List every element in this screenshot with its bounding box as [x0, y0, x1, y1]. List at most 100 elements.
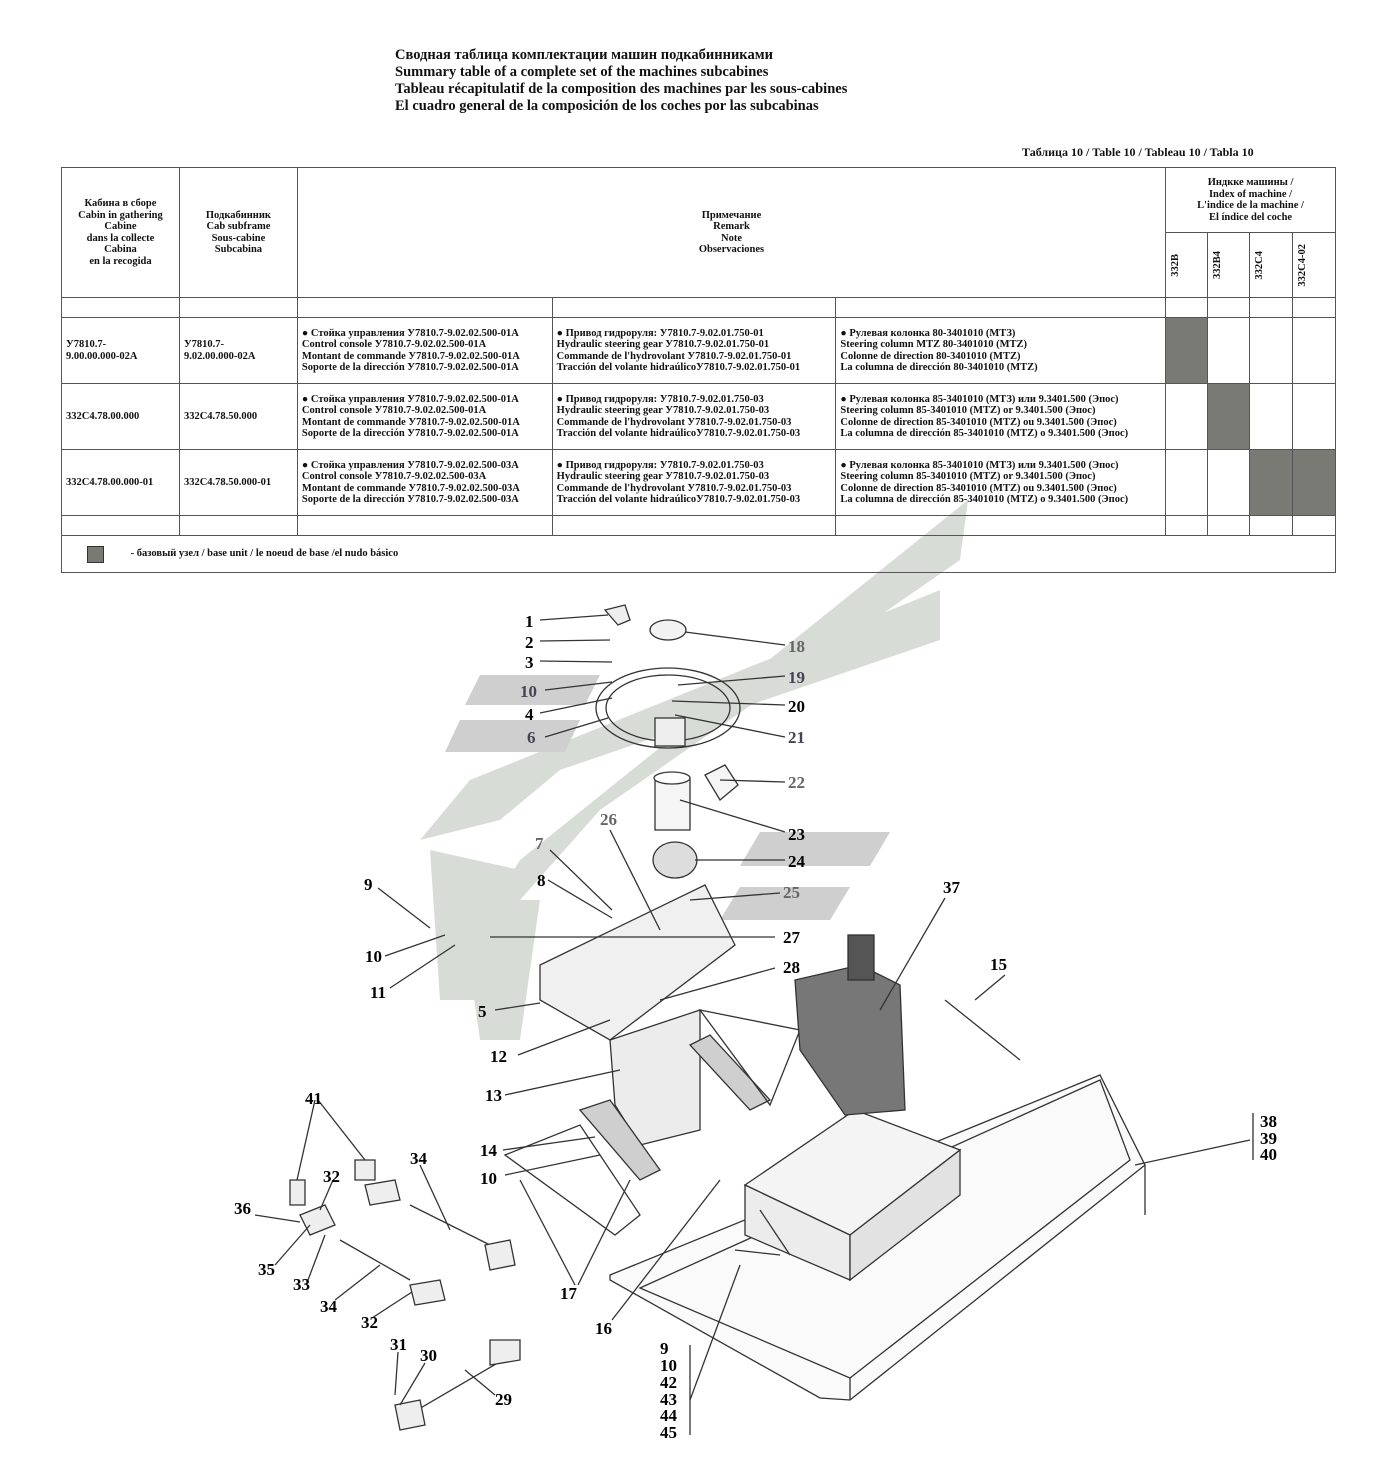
callout-42: 42	[660, 1373, 677, 1392]
callout-22: 22	[788, 773, 805, 792]
callout-15: 15	[990, 955, 1007, 974]
header-model-332b: 332В	[1165, 232, 1209, 298]
row-steering-column: ● Рулевая колонка 85-3401010 (МТЗ) или 9…	[835, 449, 1167, 516]
callout-28: 28	[783, 958, 800, 977]
callout-9: 9	[364, 875, 373, 894]
callout-33: 33	[293, 1275, 310, 1294]
base-unit-mark	[1249, 449, 1293, 516]
spacer-row	[61, 297, 1337, 318]
row-steering-gear: ● Привод гидроруля: У7810.7-9.02.01.750-…	[551, 383, 837, 450]
row-steering-gear: ● Привод гидроруля: У7810.7-9.02.01.750-…	[551, 449, 837, 516]
header-remark: Примечание Remark Note Observaciones	[296, 167, 1167, 298]
callout-16: 16	[595, 1319, 612, 1338]
callout-5: 5	[478, 1002, 487, 1021]
callout-30: 30	[420, 1346, 437, 1365]
callout-9b: 9	[660, 1339, 669, 1358]
callout-20: 20	[788, 697, 805, 716]
table-row: 332С4.78.00.000 332С4.78.50.000 ● Стойка…	[61, 383, 1337, 450]
table-number: Таблица 10 / Table 10 / Tableau 10 / Tab…	[1022, 145, 1254, 159]
callout-34: 34	[410, 1149, 428, 1168]
callout-43: 43	[660, 1390, 677, 1409]
callout-10c: 10	[480, 1169, 497, 1188]
legend-row: - базовый узел / base unit / le noeud de…	[61, 535, 1336, 573]
callout-6: 6	[527, 728, 536, 747]
callout-31: 31	[390, 1335, 407, 1354]
callout-37: 37	[943, 878, 961, 897]
callout-13: 13	[485, 1086, 502, 1105]
callout-32b: 32	[361, 1313, 378, 1332]
callout-14: 14	[480, 1141, 498, 1160]
mark-cell	[1249, 317, 1293, 384]
callout-2: 2	[525, 633, 534, 652]
callout-41: 41	[305, 1089, 322, 1108]
mark-cell	[1165, 449, 1209, 516]
callout-labels: 1 2 3 10 4 6 18 19 20 21 22 23 24 25 26 …	[234, 612, 1277, 1442]
row-console: ● Стойка управления У7810.7-9.02.02.500-…	[296, 449, 553, 516]
row-subframe: 332С4.78.50.000	[178, 383, 298, 450]
callout-21: 21	[788, 728, 805, 747]
mark-cell	[1165, 383, 1209, 450]
subcabine-table: Кабина в сборе Cabin in gathering Cabine…	[61, 167, 1337, 573]
watermark-bars	[445, 675, 890, 920]
callout-45: 45	[660, 1423, 677, 1442]
callout-19: 19	[788, 668, 805, 687]
callout-39: 39	[1260, 1129, 1277, 1148]
title-fr: Tableau récapitulatif de la composition …	[395, 81, 848, 97]
diagram-lines	[254, 604, 1254, 1435]
callout-1: 1	[525, 612, 534, 631]
callout-23: 23	[788, 825, 805, 844]
base-unit-mark	[1165, 317, 1209, 384]
callout-25: 25	[783, 883, 800, 902]
legend-text: - базовый узел / base unit / le noeud de…	[130, 548, 399, 560]
mark-cell	[1207, 317, 1250, 384]
callout-10: 10	[520, 682, 537, 701]
header-cabin: Кабина в сборе Cabin in gathering Cabine…	[61, 167, 180, 298]
callout-35: 35	[258, 1260, 275, 1279]
callout-10b: 10	[365, 947, 382, 966]
row-steering-column: ● Рулевая колонка 80-3401010 (МТЗ)Steeri…	[835, 317, 1167, 384]
mark-cell	[1291, 383, 1337, 450]
callout-29: 29	[495, 1390, 512, 1409]
callout-27: 27	[783, 928, 801, 947]
base-unit-mark	[1291, 449, 1337, 516]
row-console: ● Стойка управления У7810.7-9.02.02.500-…	[296, 383, 553, 450]
callout-17: 17	[560, 1284, 578, 1303]
table-row: У7810.7-9.00.00.000-02А У7810.7-9.02.00.…	[61, 317, 1337, 384]
row-console: ● Стойка управления У7810.7-9.02.02.500-…	[296, 317, 553, 384]
row-steering-gear: ● Привод гидроруля: У7810.7-9.02.01.750-…	[551, 317, 837, 384]
title-ru: Сводная таблица комплектации машин подка…	[395, 47, 773, 63]
spacer-row	[61, 515, 1337, 536]
callout-26: 26	[600, 810, 617, 829]
row-cabin: 332С4.78.00.000	[61, 383, 180, 450]
callout-12: 12	[490, 1047, 507, 1066]
title-en: Summary table of a complete set of the m…	[395, 64, 769, 80]
callout-34b: 34	[320, 1297, 338, 1316]
callout-7: 7	[535, 834, 544, 853]
table-row: 332С4.78.00.000-01 332С4.78.50.000-01 ● …	[61, 449, 1337, 516]
callout-10d: 10	[660, 1356, 677, 1375]
row-steering-column: ● Рулевая колонка 85-3401010 (МТЗ) или 9…	[835, 383, 1167, 450]
base-unit-mark	[1207, 383, 1250, 450]
callout-40: 40	[1260, 1145, 1277, 1164]
callout-32: 32	[323, 1167, 340, 1186]
callout-18: 18	[788, 637, 805, 656]
row-subframe: У7810.7-9.02.00.000-02А	[178, 317, 298, 384]
mark-cell	[1249, 383, 1293, 450]
callout-11: 11	[370, 983, 386, 1002]
base-unit-swatch	[87, 545, 104, 563]
watermark-logo	[420, 500, 968, 1040]
header-subframe: Подкабинник Cab subframe Sous-cabine Sub…	[178, 167, 298, 298]
callout-4: 4	[525, 705, 534, 724]
mark-cell	[1207, 449, 1250, 516]
header-index: Индкке машины / Index of machine / L'ind…	[1165, 167, 1336, 233]
header-model-332b4: 332В4	[1207, 232, 1250, 298]
title-es: El cuadro general de la composición de l…	[395, 98, 819, 114]
row-cabin: 332С4.78.00.000-01	[61, 449, 180, 516]
callout-44: 44	[660, 1406, 678, 1425]
header-model-332c4-02: 332С4-02	[1291, 232, 1337, 298]
callout-8: 8	[537, 871, 546, 890]
callout-36: 36	[234, 1199, 251, 1218]
mark-cell	[1291, 317, 1337, 384]
row-subframe: 332С4.78.50.000-01	[178, 449, 298, 516]
